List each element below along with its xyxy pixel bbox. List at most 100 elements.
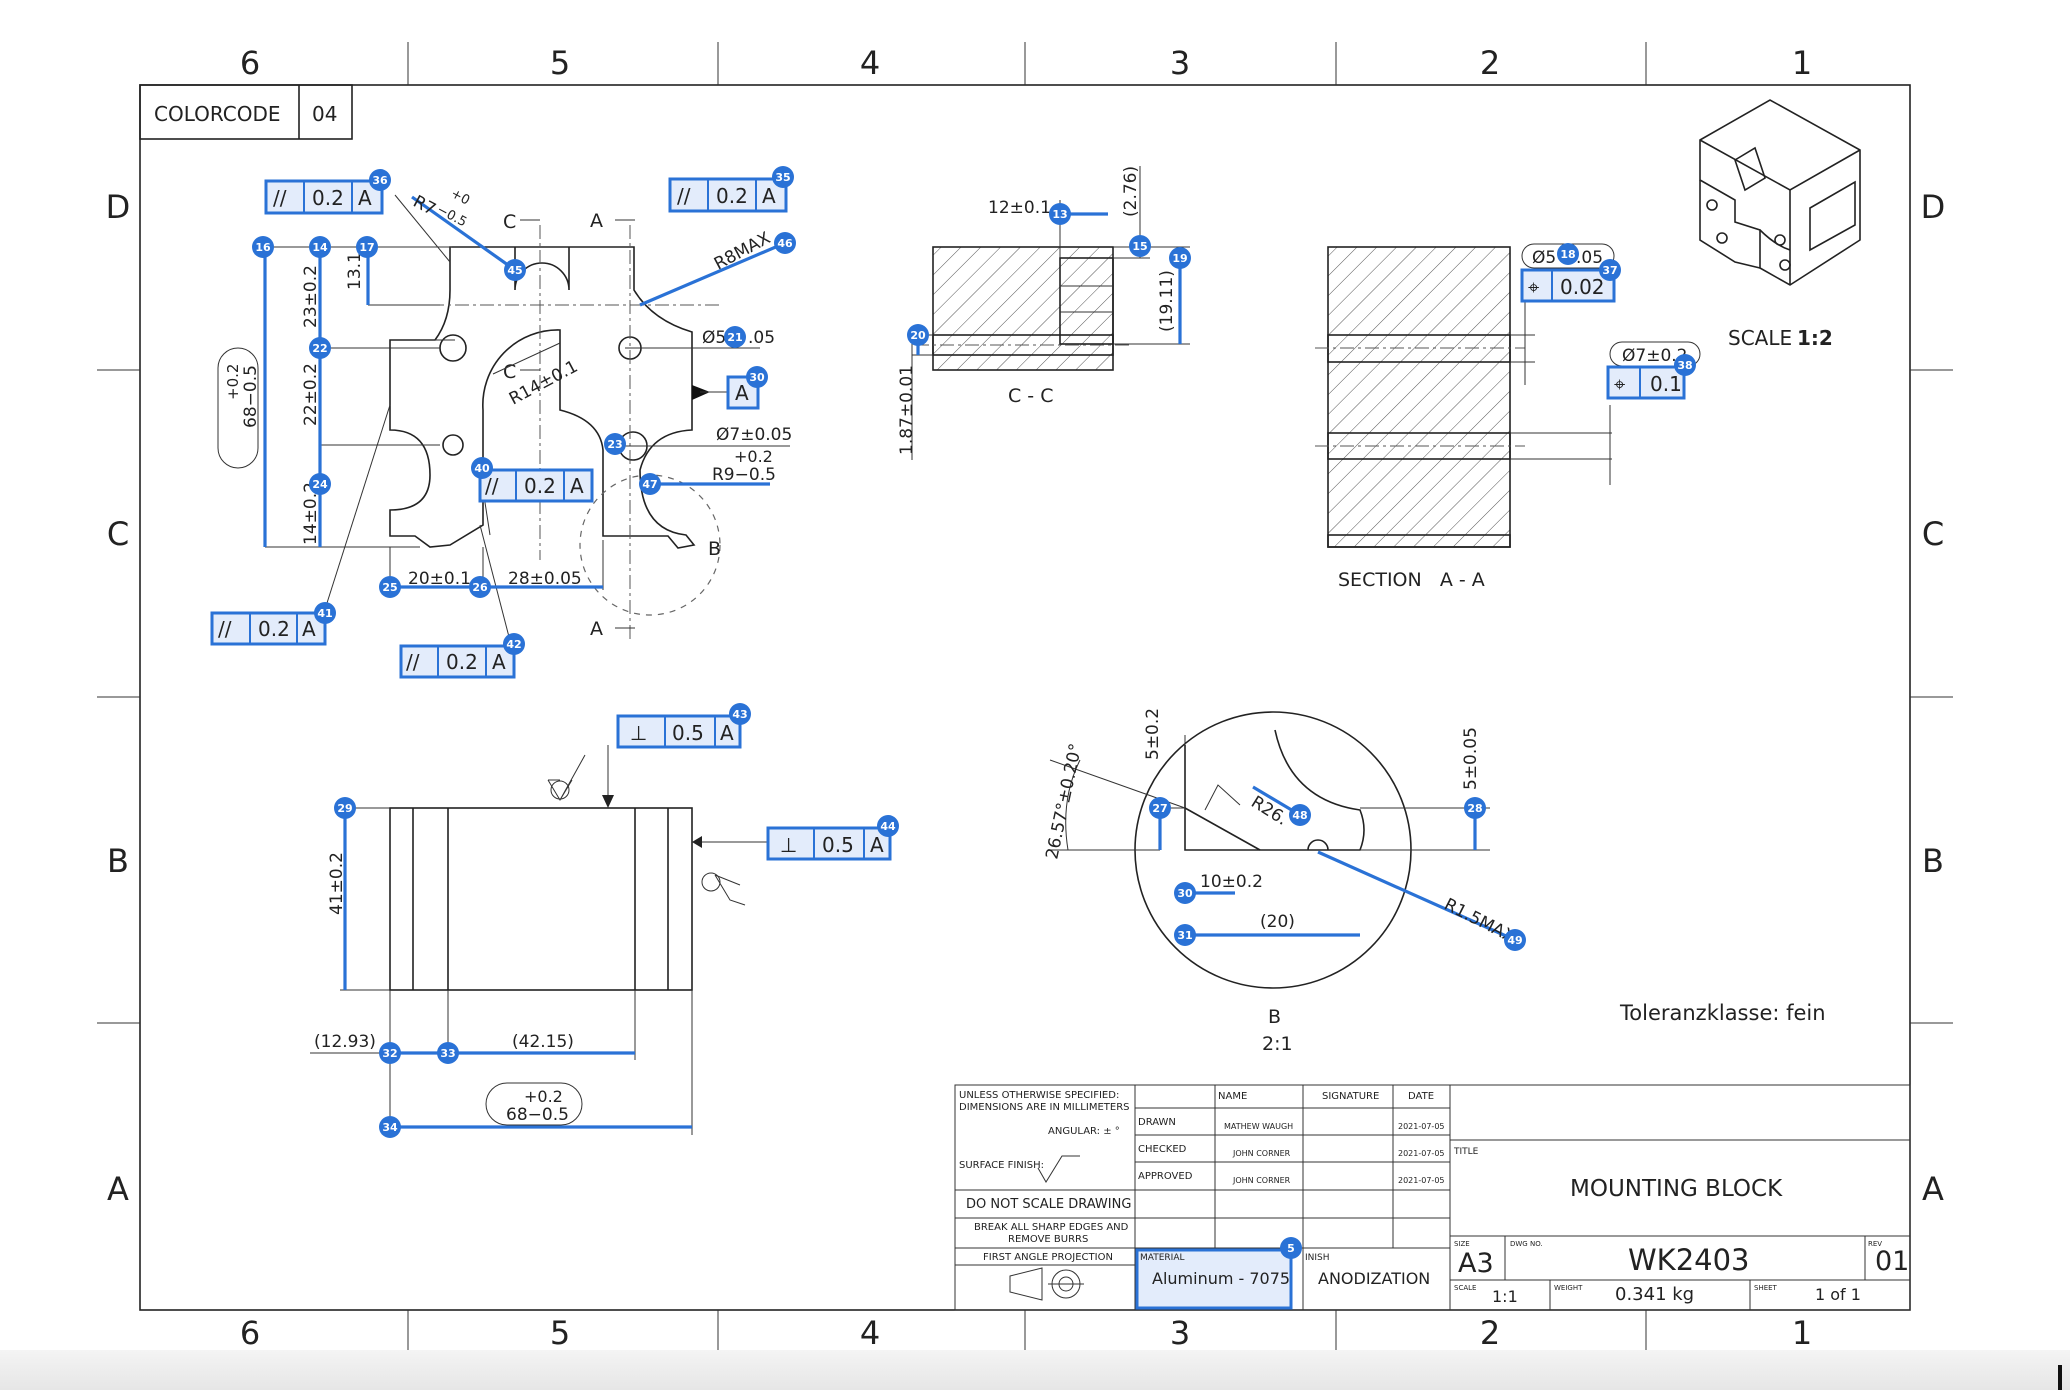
balloon-32[interactable]: 32 (379, 1042, 401, 1064)
balloon-34[interactable]: 34 (379, 1116, 401, 1138)
balloon-number: 29 (337, 802, 352, 815)
balloon-number: 15 (1132, 240, 1147, 253)
balloon-circle (437, 1042, 459, 1064)
tb-checked: CHECKED (1138, 1144, 1187, 1155)
tb-title-value: MOUNTING BLOCK (1570, 1176, 1783, 1202)
tb-approved: APPROVED (1138, 1171, 1193, 1182)
balloon-circle (1174, 924, 1196, 946)
fcf-44-value: 0.5 (822, 833, 854, 857)
fcf-parallelism-42[interactable]: // 0.2 A (399, 644, 516, 679)
balloon-44[interactable]: 44 (877, 815, 899, 837)
balloon-number: 24 (312, 478, 328, 491)
balloon-27[interactable]: 27 (1149, 797, 1171, 819)
col-label-6-top: 6 (240, 44, 260, 82)
datum-feature-a[interactable]: A (726, 375, 760, 410)
fcf-position-37[interactable]: ⌖ 0.02 (1520, 268, 1616, 303)
balloon-36[interactable]: 36 (369, 169, 391, 191)
balloon-30[interactable]: 30 (746, 366, 768, 388)
balloon-16[interactable]: 16 (252, 236, 274, 258)
balloon-18[interactable]: 18 (1557, 243, 1579, 265)
fcf-41-datum: A (302, 617, 316, 641)
balloon-5[interactable]: 5 (1280, 1237, 1302, 1259)
balloon-17[interactable]: 17 (356, 236, 378, 258)
balloon-circle (907, 324, 929, 346)
balloon-46[interactable]: 46 (774, 232, 796, 254)
tb-sheet-label: SHEET (1754, 1284, 1778, 1292)
balloon-22[interactable]: 22 (309, 337, 331, 359)
balloon-31[interactable]: 31 (1174, 924, 1196, 946)
tb-no-scale: DO NOT SCALE DRAWING (966, 1197, 1131, 1212)
material-field[interactable] (1135, 1248, 1293, 1310)
tb-checked-date: 2021-07-05 (1398, 1149, 1445, 1158)
balloon-number: 41 (317, 607, 332, 620)
fcf-perpendicularity-43[interactable]: ⊥ 0.5 A (616, 714, 742, 749)
fcf-40-datum: A (570, 474, 584, 498)
balloon-number: 45 (507, 264, 522, 277)
balloon-40[interactable]: 40 (471, 457, 493, 479)
balloon-15[interactable]: 15 (1129, 235, 1151, 257)
fcf-parallelism-40[interactable]: // 0.2 A (478, 468, 594, 503)
dim-13-1: 13.1 (345, 252, 365, 290)
iso-scale-value: 1:2 (1797, 326, 1833, 350)
parallelism-icon: // (273, 186, 287, 210)
fcf-parallelism-36[interactable]: // 0.2 A (264, 179, 384, 215)
dim-22: 22±0.2 (301, 363, 321, 426)
balloon-47[interactable]: 47 (639, 473, 661, 495)
balloon-circle (379, 576, 401, 598)
tb-scale-value: 1:1 (1492, 1287, 1518, 1306)
balloon-25[interactable]: 25 (379, 576, 401, 598)
title-block (954, 1084, 1911, 1311)
fcf-position-38[interactable]: ⌖ 0.1 (1606, 365, 1686, 400)
row-label-d-right: D (1921, 188, 1946, 226)
col-label-1-top: 1 (1792, 44, 1812, 82)
balloon-43[interactable]: 43 (729, 703, 751, 725)
balloon-29[interactable]: 29 (334, 797, 356, 819)
dim-20-paren: (20) (1260, 912, 1295, 932)
dim-o5b-oval: Ø5 .05 (1521, 243, 1615, 269)
balloon-37[interactable]: 37 (1599, 259, 1621, 281)
balloon-33[interactable]: 33 (437, 1042, 459, 1064)
balloon-41[interactable]: 41 (314, 602, 336, 624)
balloon-19[interactable]: 19 (1169, 247, 1191, 269)
tb-sheet-value: 1 of 1 (1815, 1285, 1861, 1304)
fcf-parallelism-41[interactable]: // 0.2 A (210, 611, 327, 646)
balloon-28[interactable]: 28 (1464, 797, 1486, 819)
balloon-21[interactable]: 21 (724, 326, 746, 348)
balloon-circle (724, 326, 746, 348)
fcf-perpendicularity-44[interactable]: ⊥ 0.5 A (766, 826, 892, 861)
detail-b-view (1049, 711, 1490, 989)
tb-weight-label: WEIGHT (1554, 1284, 1583, 1292)
balloon-circle (1464, 797, 1486, 819)
tb-drawn-date: 2021-07-05 (1398, 1122, 1445, 1131)
section-c-c-view (911, 166, 1190, 460)
balloon-number: 30 (749, 371, 765, 384)
dim-68-oval: +0.2 68−0.5 (217, 347, 261, 469)
balloon-circle (639, 473, 661, 495)
balloon-circle (379, 1042, 401, 1064)
col-label-3-top: 3 (1170, 44, 1190, 82)
balloon-number: 46 (777, 237, 793, 250)
balloon-30[interactable]: 30 (1174, 882, 1196, 904)
balloon-number: 44 (880, 820, 896, 833)
tb-angular: ANGULAR: ± ° (1048, 1126, 1120, 1137)
balloon-13[interactable]: 13 (1049, 203, 1071, 225)
balloon-45[interactable]: 45 (504, 259, 526, 281)
balloon-24[interactable]: 24 (309, 473, 331, 495)
balloon-48[interactable]: 48 (1289, 804, 1311, 826)
balloon-26[interactable]: 26 (469, 576, 491, 598)
balloon-35[interactable]: 35 (772, 166, 794, 188)
balloon-49[interactable]: 49 (1504, 929, 1526, 951)
tb-finish-value: ANODIZATION (1318, 1269, 1430, 1288)
balloon-circle (774, 232, 796, 254)
balloon-circle (1504, 929, 1526, 951)
balloon-circle (504, 259, 526, 281)
balloon-42[interactable]: 42 (503, 633, 525, 655)
balloon-14[interactable]: 14 (309, 236, 331, 258)
balloon-23[interactable]: 23 (604, 433, 626, 455)
balloon-38[interactable]: 38 (1674, 354, 1696, 376)
fcf-parallelism-35[interactable]: // 0.2 A (668, 177, 788, 213)
balloon-20[interactable]: 20 (907, 324, 929, 346)
dim-o5b: Ø5 (1532, 248, 1556, 268)
row-label-b-left: B (107, 842, 129, 880)
balloon-markers: 36 35 46 16 14 17 45 22 21 30 23 24 40 47 25 26 41 42 13 15… (252, 166, 1696, 1259)
